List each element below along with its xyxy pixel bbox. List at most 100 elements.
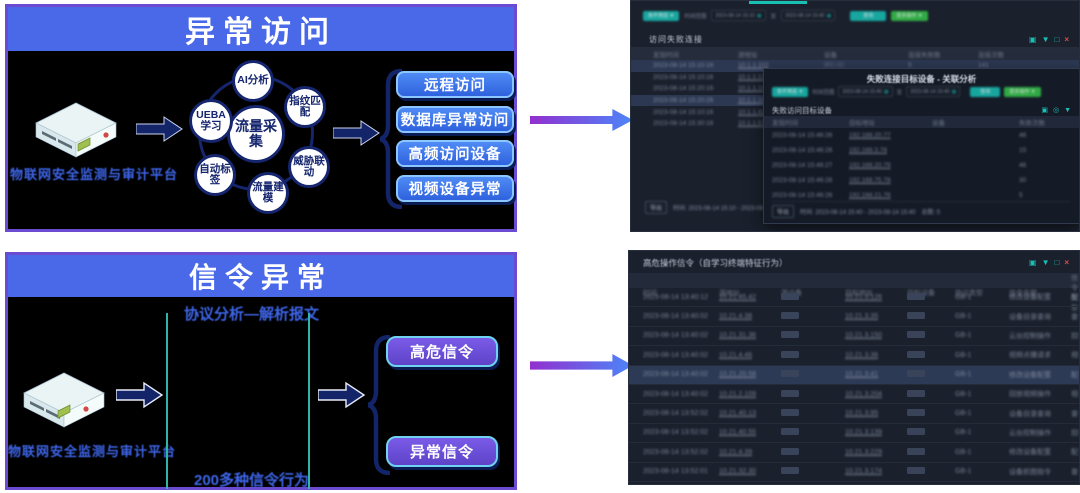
analysis-note: 协议分析—解析报文 bbox=[184, 306, 320, 323]
active-tab-indicator[interactable] bbox=[749, 1, 807, 4]
table-row[interactable]: 2023-08-14 13:52:02 10.21.40.55 10.21.3.… bbox=[629, 424, 1079, 444]
close-icon[interactable]: × bbox=[1064, 258, 1069, 267]
panel-signaling-anomaly: 信令异常 物联网安全监测与审计平台 协议分析—解析报文 200多种信令行为 高危… bbox=[5, 252, 517, 490]
close-icon[interactable]: × bbox=[1064, 34, 1069, 44]
table-body: 2023-08-14 15:46:26 192.168.20.77 46 202… bbox=[764, 128, 1079, 203]
maximize-icon[interactable]: □ bbox=[1054, 258, 1060, 267]
table-row[interactable]: 2023-08-14 15:46:26 192.168.21.76 5 bbox=[772, 192, 1023, 199]
export-button[interactable]: 导出 bbox=[645, 201, 668, 214]
filter-button[interactable]: 条件筛选 ▼ bbox=[772, 86, 809, 97]
panel-signaling-header: 信令异常 bbox=[8, 255, 514, 297]
maximize-icon[interactable]: □ bbox=[1054, 34, 1060, 44]
window-icons: ▣ ◎ ▼ bbox=[1041, 107, 1071, 114]
masked-cell bbox=[781, 312, 845, 321]
toolbar: 条件筛选 ▼ 时间范围 2023-08-14 15:40▦ 至 2023-08-… bbox=[772, 86, 1041, 97]
masked-cell bbox=[781, 467, 845, 476]
table-row[interactable]: 2023-08-14 13:40:02 10.21.4.46 10.21.3.3… bbox=[629, 346, 1079, 366]
panel-title: 异常访问 bbox=[185, 16, 337, 49]
masked-cell bbox=[781, 447, 845, 457]
table-row[interactable]: 2023-08-14 15:46:26 192.168.20.77 46 bbox=[772, 132, 1027, 139]
appliance-device-illustration bbox=[23, 372, 105, 428]
start-date-input[interactable]: 2023-08-14 15:40▦ bbox=[838, 86, 893, 97]
table-title: 失败访问目标设备 bbox=[772, 106, 832, 115]
table-row[interactable]: 2023-08-14 15:30:16 10.1.1.57 bbox=[653, 120, 766, 128]
masked-cell bbox=[907, 409, 955, 418]
window-high-risk-signaling: 高危操作信令（自学习终端特征行为） ▣ ▼ □ × 时间 源地址 源设备 目标地… bbox=[628, 250, 1080, 485]
table-header: 发现时间 源地址 设备 连接失败数 连接次数 bbox=[631, 47, 1079, 60]
masked-cell bbox=[907, 312, 955, 321]
table-row[interactable]: 2023-08-14 15:46:26 192.168.3.78 15 bbox=[772, 147, 1027, 154]
device-label: 物联网安全监测与审计平台 bbox=[10, 167, 179, 182]
export-button[interactable]: 导出 bbox=[772, 205, 795, 218]
table-row[interactable]: 2023-08-14 13:40:02 10.21.20.58 10.21.3.… bbox=[629, 365, 1079, 385]
masked-cell bbox=[781, 331, 845, 340]
flow-arrow-icon bbox=[333, 120, 380, 146]
masked-cell bbox=[907, 447, 955, 457]
output-pill: 高频访问设备 bbox=[396, 140, 514, 167]
layers-icon[interactable]: ▣ bbox=[1029, 34, 1037, 44]
end-date-input[interactable]: 2023-08-14 15:40▦ bbox=[781, 10, 836, 21]
masked-cell bbox=[907, 370, 955, 379]
table-row[interactable]: 2023-08-14 13:40:02 10.21.31.36 10.21.3.… bbox=[629, 327, 1079, 347]
table-row[interactable]: 2023-08-14 15:20:16 10.1.1.10 bbox=[653, 85, 766, 93]
table-row[interactable]: 2023-08-14 13:40:02 10.21.4.38 10.21.3.3… bbox=[629, 307, 1079, 327]
info-icon[interactable]: ◎ bbox=[1052, 107, 1060, 114]
masked-cell bbox=[781, 292, 845, 302]
filter-icon[interactable]: ▼ bbox=[1064, 107, 1071, 114]
panel-abnormal-access: 异常访问 物联网安全监测与审计平台 流量采集 AI分析 指纹匹配 威胁联动 流量… bbox=[5, 4, 517, 232]
table-row[interactable]: 2023-08-14 13:52:02 10.21.4.39 10.21.3.2… bbox=[629, 443, 1079, 463]
masked-cell bbox=[781, 409, 845, 418]
flow-arrow-icon bbox=[116, 381, 164, 409]
masked-cell bbox=[907, 389, 955, 399]
time-range-label: 时间范围 bbox=[684, 13, 707, 20]
calendar-icon[interactable]: ▦ bbox=[756, 12, 762, 19]
more-actions-button[interactable]: 更多操作 ▼ bbox=[891, 10, 928, 21]
output-pill-high-risk: 高危信令 bbox=[386, 336, 498, 367]
flow-arrow-icon bbox=[136, 116, 183, 142]
filter-icon[interactable]: ▼ bbox=[1041, 34, 1050, 44]
query-button[interactable]: 查询 bbox=[970, 86, 1001, 97]
layers-icon[interactable]: ▣ bbox=[1029, 258, 1037, 267]
masked-cell bbox=[907, 428, 955, 437]
hub-center-node: 流量采集 bbox=[227, 105, 285, 163]
table-body: 2023-08-14 13:40:12 10.21.45.42 10.21.3.… bbox=[629, 288, 1079, 482]
table-row[interactable]: 2023-08-14 15:10:16 10.1.1.102 IPC-01 5 … bbox=[631, 60, 1079, 72]
output-pill: 视频设备异常 bbox=[396, 174, 514, 202]
hub-node-fingerprint: 指纹匹配 bbox=[284, 86, 326, 128]
table-row[interactable]: 2023-08-14 13:40:02 10.21.2.109 10.21.3.… bbox=[629, 385, 1079, 405]
table-row[interactable]: 2023-08-14 13:52:01 10.21.32.30 10.21.3.… bbox=[629, 463, 1079, 482]
masked-cell bbox=[907, 331, 955, 340]
divider-line bbox=[166, 313, 168, 489]
table-row[interactable]: 2023-08-14 13:52:02 10.21.40.13 10.21.3.… bbox=[629, 404, 1079, 424]
query-button[interactable]: 查询 bbox=[850, 10, 887, 21]
brace-bracket bbox=[368, 335, 390, 475]
behavior-count-note: 200多种信令行为 bbox=[194, 472, 310, 489]
layers-icon[interactable]: ▣ bbox=[1041, 107, 1048, 114]
table-title: 高危操作信令（自学习终端特征行为） bbox=[643, 258, 788, 268]
hub-node-modeling: 流量建模 bbox=[247, 172, 289, 214]
window-linkage-analysis: 失败连接目标设备 - 关联分析 条件筛选 ▼ 时间范围 2023-08-14 1… bbox=[763, 68, 1079, 224]
filter-icon[interactable]: ▼ bbox=[1041, 258, 1050, 267]
window-access-failures: 条件筛选 ▼ 时间范围 2023-08-14 15:10▦ 至 2023-08-… bbox=[630, 0, 1080, 232]
filter-button[interactable]: 条件筛选 ▼ bbox=[643, 10, 680, 21]
flow-arrow-icon bbox=[318, 381, 366, 409]
hub-node-autolabel: 自动标签 bbox=[194, 154, 236, 196]
table-row[interactable]: 2023-08-14 13:40:12 10.21.45.42 10.21.3.… bbox=[629, 288, 1079, 308]
output-pill-list: 远程访问数据库异常访问高频访问设备视频设备异常 bbox=[396, 71, 514, 202]
calendar-icon[interactable]: ▦ bbox=[826, 12, 832, 19]
more-actions-button[interactable]: 更多操作 ▼ bbox=[1004, 86, 1041, 97]
calendar-icon[interactable]: ▦ bbox=[883, 88, 889, 95]
table-row[interactable]: 2023-08-14 15:46:27 192.168.20.79 46 bbox=[772, 162, 1027, 169]
end-date-input[interactable]: 2023-08-14 15:40▦ bbox=[906, 86, 961, 97]
table-row[interactable]: 2023-08-14 15:10:16 10.1.1.42 bbox=[653, 108, 766, 116]
table-row[interactable]: 2023-08-14 15:46:26 192.168.75.78 30 bbox=[772, 177, 1027, 184]
start-date-input[interactable]: 2023-08-14 15:10▦ bbox=[711, 10, 766, 21]
table-footer: 导出 时间: 2023-08-14 15:40 - 2023-08-14 15:… bbox=[772, 201, 1071, 218]
masked-cell bbox=[781, 389, 845, 399]
brace-bracket bbox=[380, 69, 402, 209]
table-row[interactable]: 2023-08-14 15:10:16 10.1.1.12 bbox=[653, 73, 766, 81]
masked-cell bbox=[907, 350, 955, 360]
calendar-icon[interactable]: ▦ bbox=[951, 88, 957, 95]
table-header: 时间 源地址 源设备 目标地址 目标设备 协议类型 信令名称 信令类型 bbox=[629, 273, 1079, 312]
